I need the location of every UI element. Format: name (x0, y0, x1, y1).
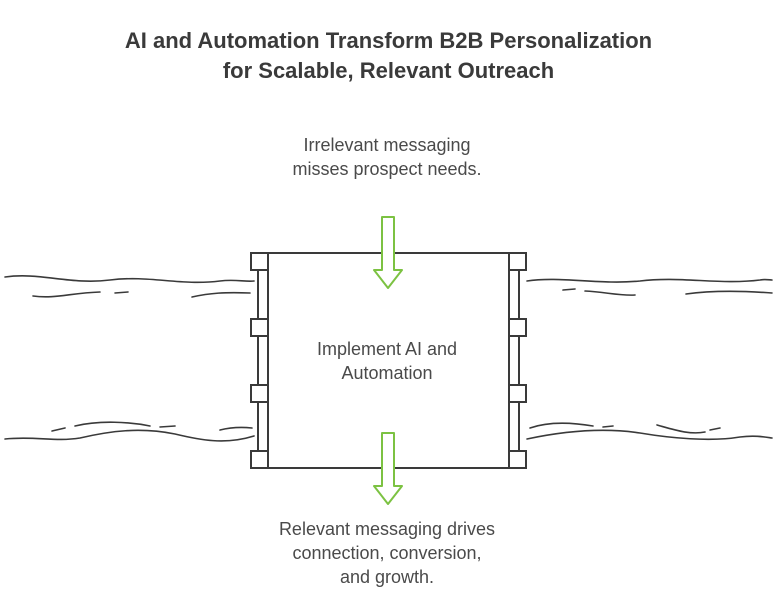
water-lines (4, 275, 773, 442)
gate-bracket (508, 384, 527, 403)
gate-bracket (508, 318, 527, 337)
gate-bracket (508, 252, 527, 271)
gate-bracket (508, 450, 527, 469)
diagram-title: AI and Automation Transform B2B Personal… (0, 26, 777, 86)
gate-bracket (250, 450, 269, 469)
gate-bracket (250, 384, 269, 403)
input-label: Irrelevant messaging misses prospect nee… (292, 135, 482, 179)
process-label: Implement AI and Automation (316, 339, 458, 383)
output-arrow-icon (373, 432, 403, 505)
title-line-1: AI and Automation Transform B2B Personal… (124, 28, 653, 53)
title-line-2: for Scalable, Relevant Outreach (222, 58, 555, 83)
input-arrow-icon (373, 216, 403, 289)
gate-bracket (250, 252, 269, 271)
gate-bracket (250, 318, 269, 337)
output-label: Relevant messaging drives connection, co… (278, 519, 496, 587)
